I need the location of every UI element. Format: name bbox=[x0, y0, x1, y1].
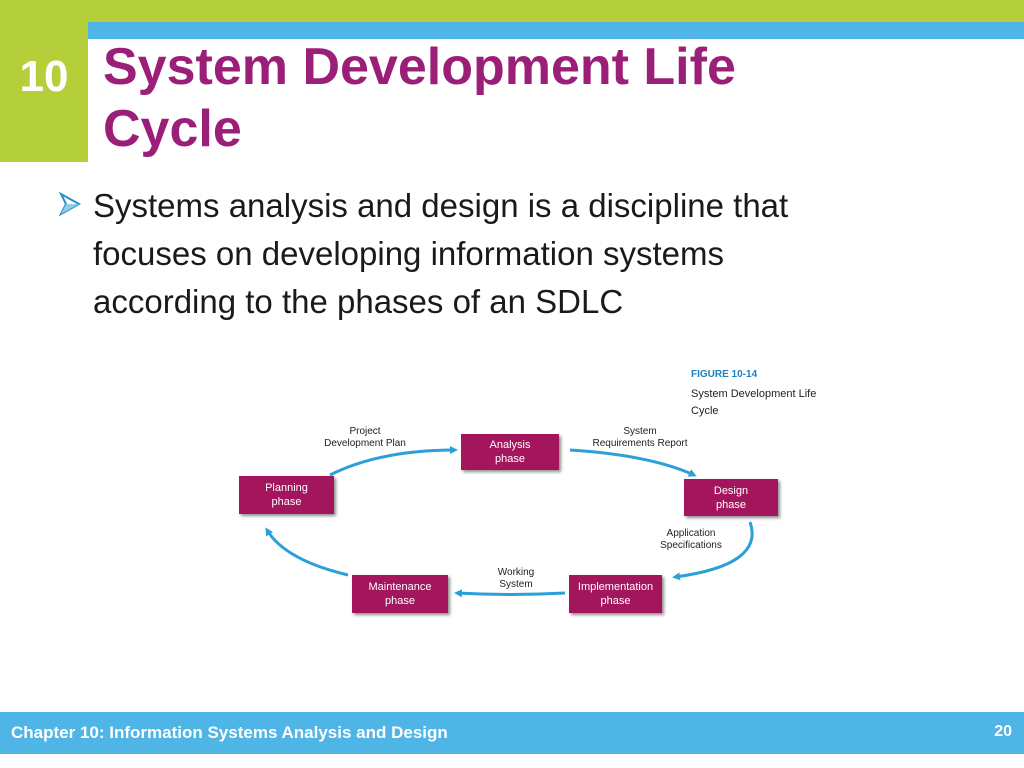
slide-title: System Development Life Cycle bbox=[103, 36, 903, 160]
bullet-line1: Systems analysis and design is a discipl… bbox=[93, 187, 789, 224]
project-plan-label: Project Development Plan bbox=[324, 426, 406, 449]
page-number: 20 bbox=[994, 723, 1012, 740]
cycle-arrows bbox=[265, 446, 754, 598]
top-green-bar bbox=[0, 0, 1024, 22]
footer-bar: Chapter 10: Information Systems Analysis… bbox=[0, 712, 1024, 754]
arrow-implementation-to-maintenance bbox=[454, 589, 566, 598]
specifications-label: Application Specifications bbox=[660, 528, 722, 551]
arrow-planning-to-analysis bbox=[329, 446, 458, 477]
footer-chapter-title: Chapter 10: Information Systems Analysis… bbox=[11, 723, 448, 742]
analysis-phase-box: Analysis phase bbox=[461, 434, 559, 470]
bullet-line3: according to the phases of an SDLC bbox=[93, 283, 624, 320]
slide-title-line2: Cycle bbox=[103, 100, 242, 158]
figure-caption: System Development Life Cycle bbox=[691, 386, 851, 420]
implementation-phase-box: Implementation phase bbox=[569, 575, 662, 613]
arrow-design-to-implementation bbox=[672, 521, 754, 581]
maintenance-phase-box: Maintenance phase bbox=[352, 575, 448, 613]
figure-caption-line2: Cycle bbox=[691, 405, 719, 417]
bullet-point: Systems analysis and design is a discipl… bbox=[58, 182, 958, 326]
design-phase-box: Design phase bbox=[684, 479, 778, 516]
top-blue-bar bbox=[88, 22, 1024, 39]
figure-label: FIGURE 10-14 bbox=[691, 369, 758, 380]
figure-caption-line1: System Development Life bbox=[691, 388, 817, 400]
bullet-line2: focuses on developing information system… bbox=[93, 235, 724, 272]
requirements-label: System Requirements Report bbox=[592, 426, 688, 449]
working-system-label: Working System bbox=[497, 567, 535, 590]
bullet-arrow-icon bbox=[58, 192, 82, 216]
planning-phase-box: Planning phase bbox=[239, 476, 334, 514]
sdlc-figure: FIGURE 10-14 System Development Life Cyc… bbox=[230, 360, 850, 630]
arrow-analysis-to-design bbox=[569, 448, 697, 477]
chapter-tab bbox=[0, 22, 88, 162]
arrow-maintenance-to-planning bbox=[265, 527, 349, 577]
slide-title-line1: System Development Life bbox=[103, 38, 736, 96]
chapter-number: 10 bbox=[19, 52, 69, 101]
